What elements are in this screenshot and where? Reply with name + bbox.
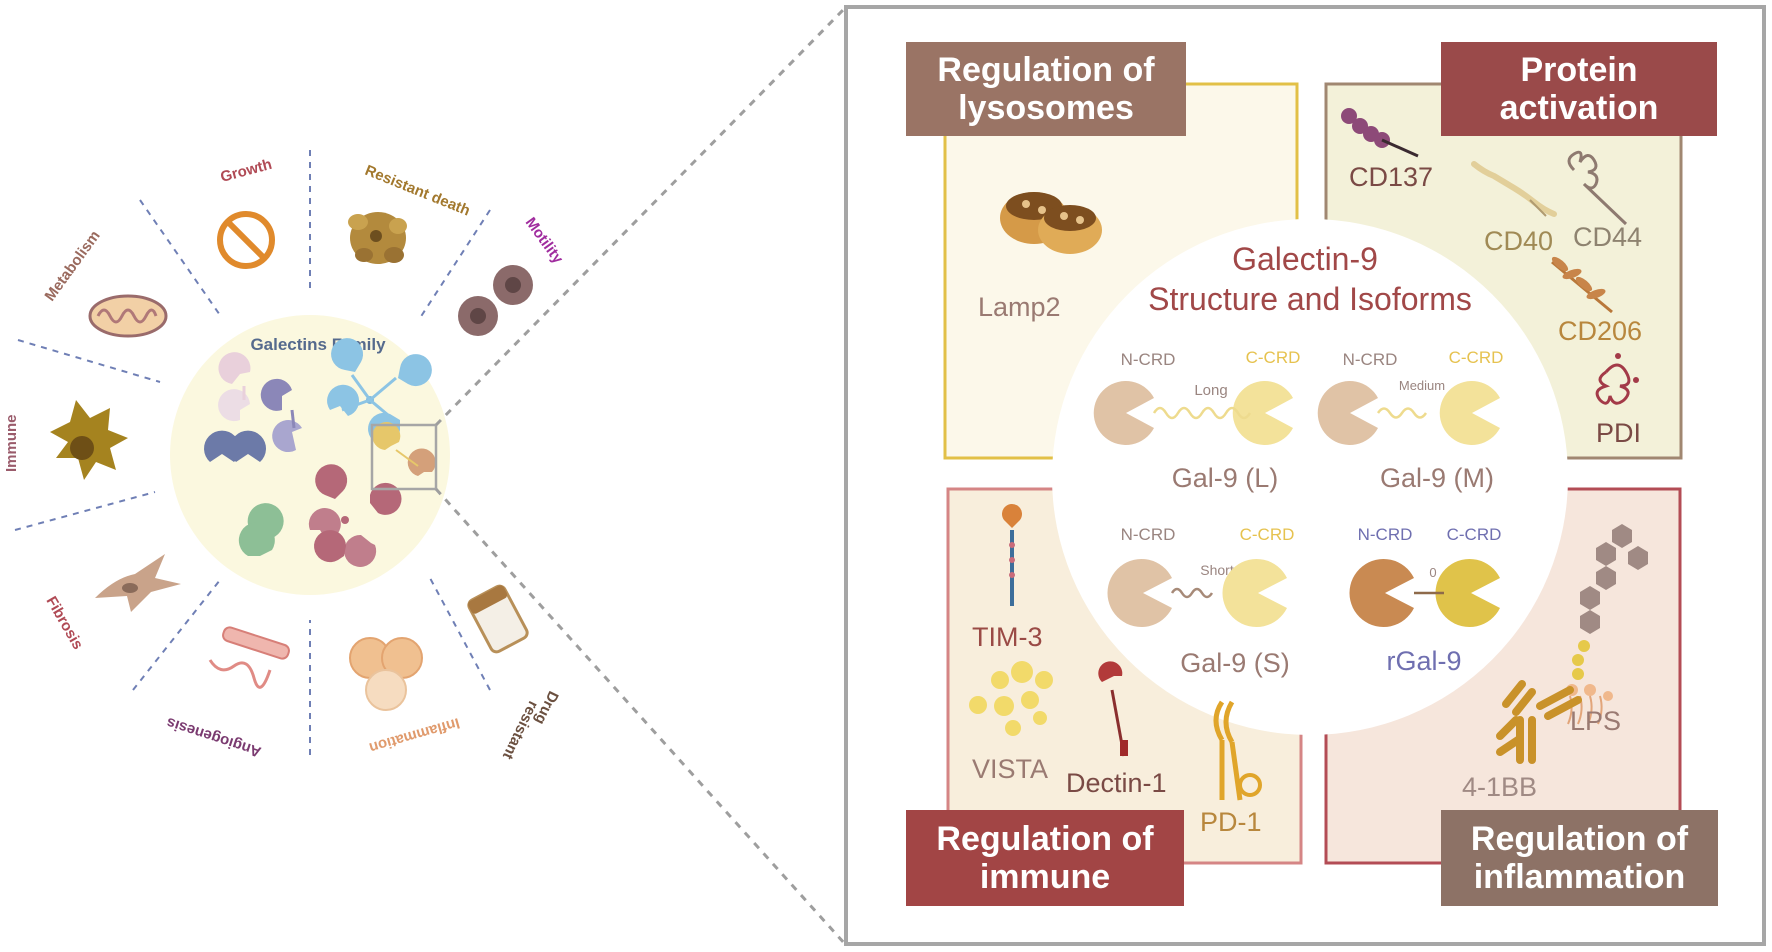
galectin-9-subtitle: Structure and Isoforms [1148, 281, 1472, 317]
isoform-l-ncrd: N-CRD [1121, 350, 1176, 369]
sector-label-resistant-death: Resistant death [363, 162, 473, 220]
drug-resistant-icon [467, 584, 529, 654]
cd44-icon [1567, 150, 1628, 226]
sector-label-resistant: resistant [499, 698, 542, 762]
sector-label-inflammation: Inflammation [367, 714, 461, 756]
item-lps: LPS [1570, 706, 1621, 736]
metabolism-icon [88, 294, 168, 338]
inflammation-icon [349, 637, 423, 711]
tim3-icon [1002, 503, 1022, 606]
pdi-icon [1595, 353, 1639, 405]
isoform-rgal9-ccrd-shape [1435, 559, 1500, 628]
lysosomes-title-line-1: Regulation of [937, 51, 1155, 89]
zoom-connector-lines [434, 6, 847, 946]
isoform-s-linker: Short [1200, 562, 1234, 578]
item-cd206: CD206 [1558, 316, 1642, 346]
isoform-m-ncrd: N-CRD [1343, 350, 1398, 369]
lamp2-icon [1000, 192, 1102, 254]
angiogenesis-icon [208, 626, 290, 689]
galectins-family-title: Galectins Family [250, 335, 386, 354]
isoform-l: N-CRD C-CRD Long Gal-9 (L) [1093, 348, 1301, 493]
isoform-rgal9-ncrd: N-CRD [1358, 525, 1413, 544]
isoform-l-ncrd-shape [1093, 381, 1154, 445]
isoform-m-ncrd-shape [1317, 381, 1378, 445]
item-cd44: CD44 [1573, 222, 1642, 252]
4-1bb-icon [1496, 680, 1582, 764]
item-pdi: PDI [1596, 418, 1641, 448]
item-cd40: CD40 [1484, 226, 1553, 256]
zoom-box [370, 423, 438, 491]
cd40-icon [1471, 161, 1557, 217]
galectin-glyphs [204, 338, 436, 567]
isoform-s-name: Gal-9 (S) [1180, 648, 1290, 678]
galectin-pink-glyph [218, 352, 251, 422]
protein-title-line-1: Protein [1520, 51, 1638, 89]
lysosomes-title-line-2: lysosomes [958, 89, 1134, 127]
sector-label-growth: Growth [219, 156, 274, 186]
immune-title-line-1: Regulation of [936, 820, 1154, 858]
isoform-m-ccrd-shape [1439, 381, 1500, 445]
isoform-l-linker: Long [1194, 382, 1227, 399]
sector-label-angiogenesis: Angiogenesis [164, 714, 263, 761]
item-pd1: PD-1 [1200, 807, 1262, 837]
inflammation-title-line-2: inflammation [1473, 858, 1686, 896]
item-cd137: CD137 [1349, 162, 1433, 192]
sector-label-fibrosis: Fibrosis [43, 594, 87, 653]
pd1-icon [1213, 700, 1262, 801]
item-tim3: TIM-3 [972, 622, 1043, 652]
galectins-family-circle [170, 315, 450, 595]
isoform-m: N-CRD C-CRD Medium Gal-9 (M) [1317, 348, 1504, 493]
motility-icon [458, 265, 533, 336]
isoform-rgal9-linker: 0 [1429, 565, 1436, 580]
resistant-death-icon [348, 212, 407, 264]
isoform-m-ccrd: C-CRD [1449, 348, 1504, 367]
galectin-mauve-glyph [308, 464, 402, 567]
galectin-navy-glyph [204, 430, 267, 462]
immune-title-line-2: immune [979, 858, 1111, 896]
isoform-rgal9-ncrd-shape [1349, 559, 1414, 628]
isoform-l-name: Gal-9 (L) [1172, 463, 1279, 493]
isoform-s: N-CRD C-CRD Short Gal-9 (S) [1107, 525, 1294, 678]
galectin-9-title: Galectin-9 [1232, 241, 1378, 277]
cd206-icon [1551, 256, 1613, 314]
galectin-green-glyph [238, 503, 284, 556]
isoform-rgal9-name: rGal-9 [1386, 646, 1461, 676]
isoform-l-ccrd: C-CRD [1246, 348, 1301, 367]
right-figure: Galectin-9 Structure and Isoforms N-CRD … [844, 5, 1766, 946]
isoform-m-name: Gal-9 (M) [1380, 463, 1494, 493]
sector-label-immune: Immune [3, 414, 20, 472]
isoform-rgal9-ccrd: C-CRD [1447, 525, 1502, 544]
left-figure: Galectins Family [3, 150, 567, 762]
sector-label-metabolism: Metabolism [41, 228, 103, 305]
isoform-s-ccrd-shape [1222, 559, 1287, 628]
vista-icon [969, 661, 1053, 736]
protein-title-line-2: activation [1499, 89, 1659, 127]
isoform-rgal9: N-CRD C-CRD 0 rGal-9 [1349, 525, 1501, 676]
fibrosis-icon [95, 554, 181, 612]
immune-cell-icon [50, 400, 128, 480]
item-vista: VISTA [972, 754, 1048, 784]
item-lamp2: Lamp2 [978, 292, 1061, 322]
lps-icon [1566, 524, 1648, 725]
item-4-1bb: 4-1BB [1462, 772, 1537, 802]
galectin-purple-glyph [260, 378, 302, 453]
isoform-m-linker: Medium [1399, 378, 1445, 393]
inflammation-title-line-1: Regulation of [1470, 820, 1689, 858]
sector-dividers [14, 150, 491, 755]
dectin1-icon [1098, 661, 1128, 757]
galectin-9-highlight-glyph [372, 422, 436, 476]
isoform-s-ncrd-shape [1107, 559, 1172, 628]
isoform-s-ccrd: C-CRD [1240, 525, 1295, 544]
sector-label-motility: Motility [522, 214, 567, 267]
isoform-s-ncrd: N-CRD [1121, 525, 1176, 544]
cd137-icon [1341, 108, 1419, 158]
isoform-l-ccrd-shape [1232, 381, 1293, 445]
item-dectin1: Dectin-1 [1066, 768, 1167, 798]
growth-icon [217, 211, 275, 269]
